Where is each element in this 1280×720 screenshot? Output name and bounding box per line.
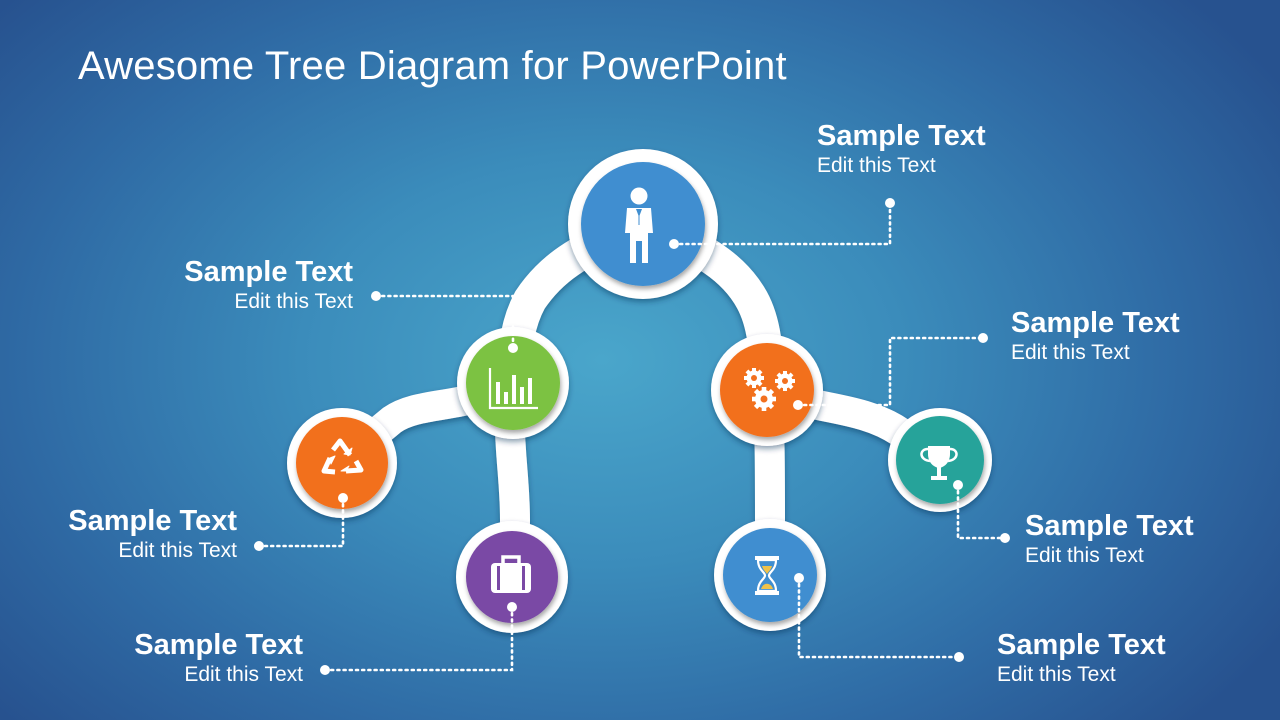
- leader-bottom-right: [797, 576, 961, 659]
- label-subtext[interactable]: Edit this Text: [184, 663, 303, 686]
- leader-lower-right: [956, 483, 1007, 540]
- slide-title[interactable]: Awesome Tree Diagram for PowerPoint: [78, 44, 787, 88]
- dot-top-b: [885, 198, 895, 208]
- label-heading[interactable]: Sample Text: [997, 629, 1166, 661]
- hourglass-icon: [755, 556, 779, 595]
- label-subtext[interactable]: Edit this Text: [817, 154, 936, 177]
- leader-bottom-left: [323, 605, 514, 672]
- dot-ll-b: [254, 541, 264, 551]
- label-bottom-left: Sample Text Edit this Text: [134, 628, 303, 688]
- label-heading[interactable]: Sample Text: [1011, 307, 1180, 339]
- label-heading[interactable]: Sample Text: [68, 505, 237, 537]
- label-heading[interactable]: Sample Text: [184, 256, 353, 288]
- label-lower-left: Sample Text Edit this Text: [68, 504, 237, 564]
- leader-dots: [254, 198, 1010, 675]
- label-lower-right: Sample Text Edit this Text: [1025, 509, 1194, 569]
- bar-chart-icon: [488, 368, 538, 410]
- leader-lines: [257, 201, 1007, 672]
- dot-ul-a: [371, 291, 381, 301]
- label-top-right: Sample Text Edit this Text: [817, 119, 986, 179]
- dot-top-a: [669, 239, 679, 249]
- dot-bl-b: [320, 665, 330, 675]
- dot-ll-a: [338, 493, 348, 503]
- dot-lr-b: [1000, 533, 1010, 543]
- dot-lr-a: [953, 480, 963, 490]
- businessman-icon: [625, 187, 653, 263]
- briefcase-icon: [491, 555, 531, 593]
- label-heading[interactable]: Sample Text: [1025, 510, 1194, 542]
- dot-br-b: [954, 652, 964, 662]
- dot-mr-a: [793, 400, 803, 410]
- node-circles: [296, 162, 984, 623]
- dot-br-a: [794, 573, 804, 583]
- label-heading[interactable]: Sample Text: [817, 120, 986, 152]
- trophy-icon: [920, 446, 958, 480]
- label-subtext[interactable]: Edit this Text: [234, 290, 353, 313]
- label-subtext[interactable]: Edit this Text: [118, 539, 237, 562]
- label-mid-right: Sample Text Edit this Text: [1011, 306, 1180, 366]
- recycle-icon: [321, 438, 364, 475]
- dot-ul-b: [508, 343, 518, 353]
- leader-upper-left: [374, 294, 515, 350]
- label-heading[interactable]: Sample Text: [134, 629, 303, 661]
- label-subtext[interactable]: Edit this Text: [1011, 341, 1130, 364]
- label-subtext[interactable]: Edit this Text: [1025, 544, 1144, 567]
- node-right-mid: [720, 343, 814, 437]
- node-left-outer: [296, 417, 388, 509]
- label-subtext[interactable]: Edit this Text: [997, 663, 1116, 686]
- label-upper-left: Sample Text Edit this Text: [184, 255, 353, 315]
- leader-top-right: [672, 201, 892, 246]
- leader-mid-right: [796, 336, 985, 407]
- label-bottom-right: Sample Text Edit this Text: [997, 628, 1166, 688]
- dot-mr-b: [978, 333, 988, 343]
- dot-bl-a: [507, 602, 517, 612]
